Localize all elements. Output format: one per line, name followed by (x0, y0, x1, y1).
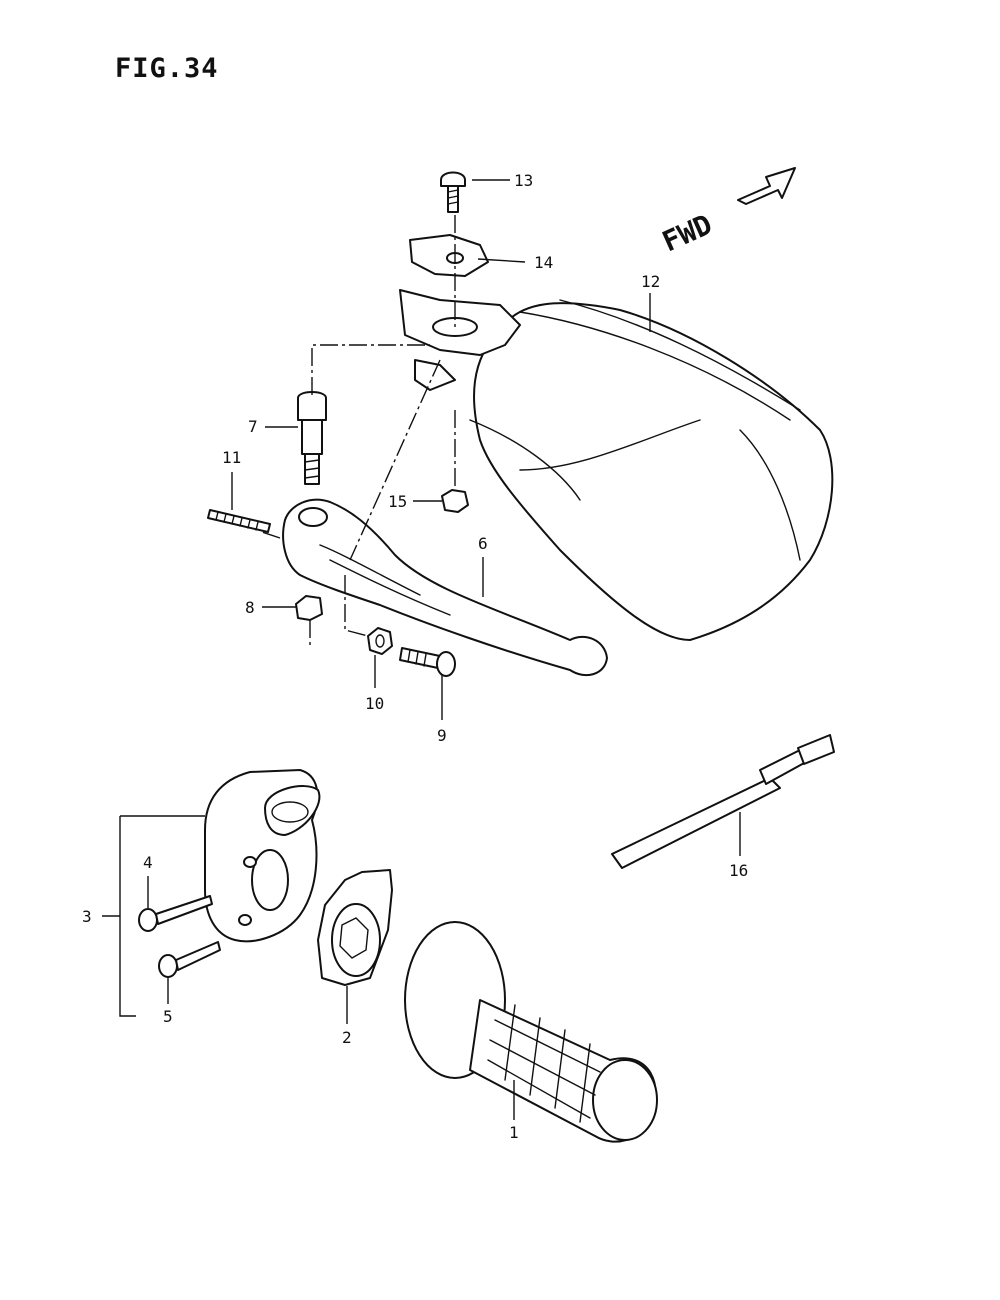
hand-guard-part-12 (399, 289, 834, 641)
bolt-part-7 (297, 391, 327, 485)
fwd-label: FWD (657, 208, 717, 259)
callout-5: 5 (163, 1007, 173, 1026)
forward-arrow-icon (737, 167, 796, 205)
nut-part-10 (367, 627, 393, 655)
bolt-part-9 (399, 647, 456, 677)
callout-16: 16 (729, 861, 748, 880)
nut-part-8 (295, 595, 323, 621)
switch-housing-part-3 (204, 769, 321, 943)
lever-part-6 (282, 498, 608, 677)
callout-10: 10 (365, 694, 384, 713)
callout-6: 6 (478, 534, 488, 553)
clamp-part-14 (409, 234, 489, 277)
callout-11: 11 (222, 448, 241, 467)
callout-13: 13 (514, 171, 533, 190)
callout-7: 7 (248, 417, 258, 436)
adjuster-screw-part-11 (207, 509, 271, 533)
screw-part-4 (138, 895, 213, 932)
callout-3: 3 (82, 907, 92, 926)
callout-1: 1 (509, 1123, 519, 1142)
assembly-guide-lines (261, 215, 456, 645)
callout-15: 15 (388, 492, 407, 511)
grip-part-1 (404, 921, 658, 1143)
forward-direction-indicator: FWD (657, 167, 796, 259)
screw-part-5 (158, 941, 221, 978)
leader-lines (102, 179, 741, 1120)
callout-numbers: 1 2 3 4 5 6 7 8 9 10 11 12 13 14 15 16 (82, 171, 748, 1142)
callout-14: 14 (534, 253, 553, 272)
callout-4: 4 (143, 853, 153, 872)
throttle-cam-part-2 (317, 869, 393, 986)
callout-2: 2 (342, 1028, 352, 1047)
cable-tie-part-16 (611, 734, 835, 869)
screw-part-13 (440, 171, 466, 213)
callout-12: 12 (641, 272, 660, 291)
figure-title: FIG.34 (115, 53, 219, 84)
callout-8: 8 (245, 598, 255, 617)
nut-part-15 (441, 489, 469, 513)
callout-9: 9 (437, 726, 447, 745)
